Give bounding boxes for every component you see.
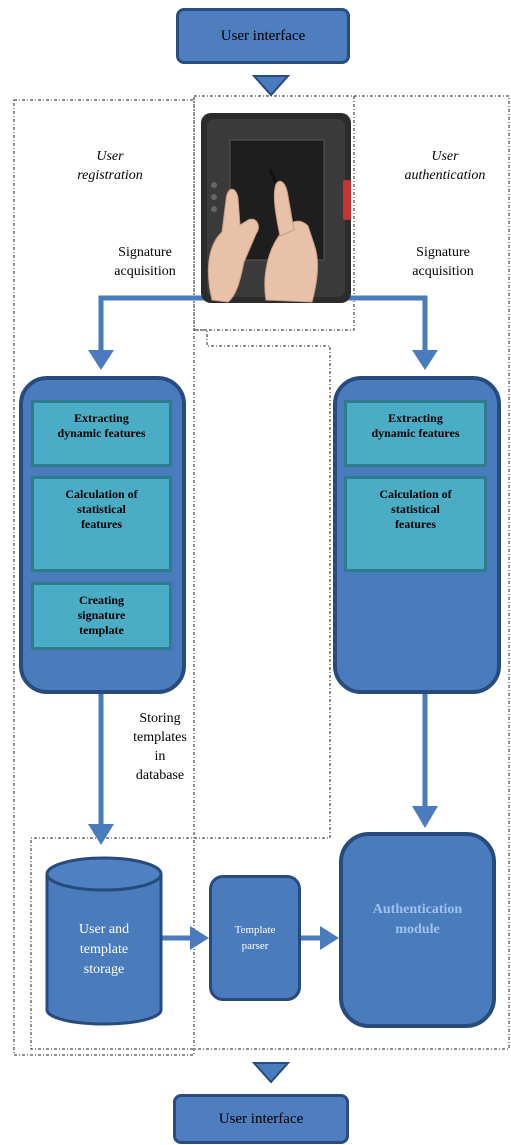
top-user-interface-box: User interface — [176, 8, 350, 64]
tablet-region-boundary — [193, 95, 355, 331]
storage-label: User and template storage — [78, 922, 130, 977]
bottom-user-interface-box: User interface — [173, 1094, 349, 1144]
registration-title: User registration — [77, 149, 143, 183]
top-down-triangle — [251, 75, 291, 97]
authentication-acquisition-arrow — [345, 295, 428, 352]
storage-cylinder-icon — [45, 856, 163, 1026]
authentication-region-boundary — [30, 95, 510, 1050]
storing-label: Storing templates in database — [133, 711, 187, 783]
bottom-user-interface-label: User interface — [218, 1110, 304, 1127]
authentication-title: User authentication — [404, 149, 486, 183]
top-user-interface-label: User interface — [220, 27, 306, 44]
registration-region-boundary — [13, 99, 195, 1056]
registration-acquisition-arrow — [98, 295, 205, 352]
authentication-acquisition-label: Signature acquisition — [412, 245, 474, 279]
signature-tablet-icon — [201, 113, 351, 303]
bottom-down-triangle — [251, 1062, 291, 1084]
registration-acquisition-label: Signature acquisition — [114, 245, 176, 279]
